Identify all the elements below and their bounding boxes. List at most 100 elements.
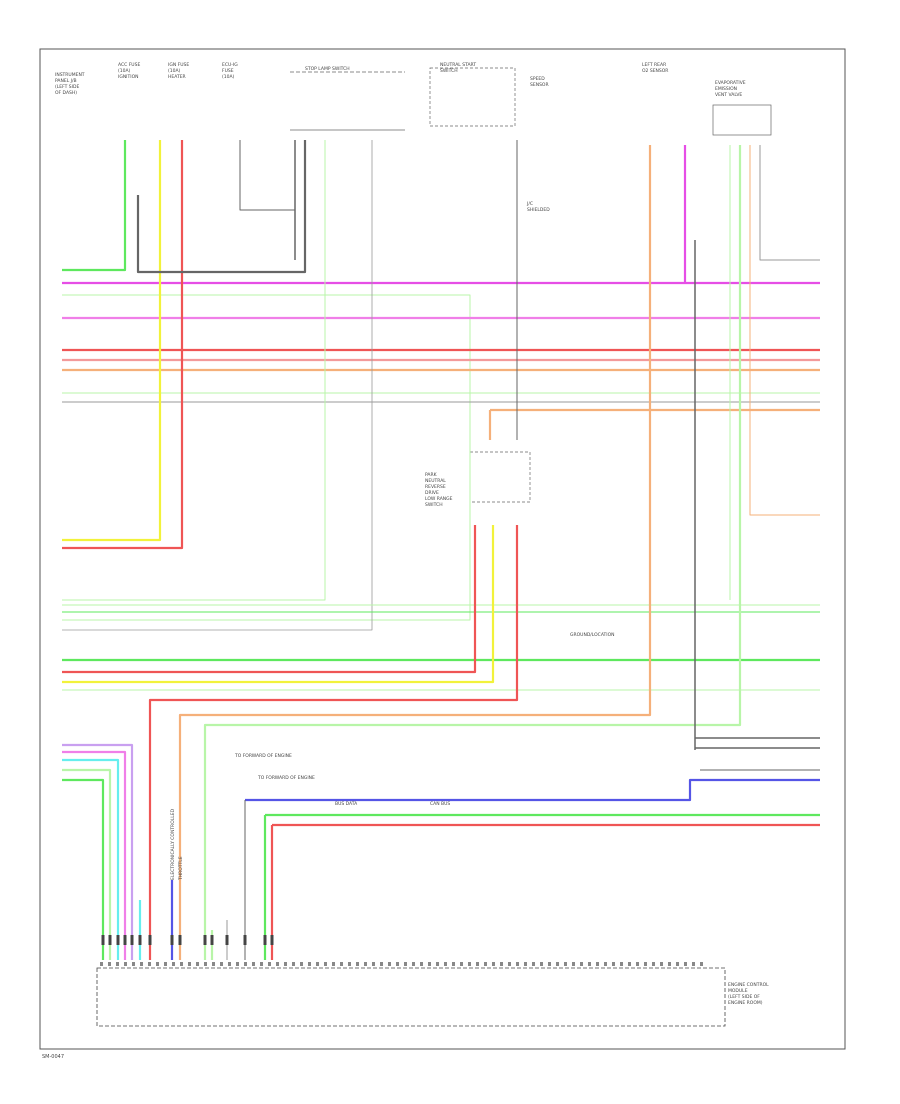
ecu-pin <box>604 962 607 966</box>
comp-label-6-1: SENSOR <box>530 82 549 88</box>
range-switch-label-4: LOW RANGE <box>425 496 453 502</box>
ecu-pin <box>132 962 135 966</box>
ecu-pin <box>292 962 295 966</box>
ecu-pin <box>300 962 303 966</box>
ecu-pin <box>364 962 367 966</box>
pin-mark-5 <box>138 935 142 945</box>
comp-label-5-0: NEUTRAL START <box>440 62 476 68</box>
wires-layer <box>62 140 820 960</box>
comp-label-7-0: LEFT REAR <box>642 62 666 68</box>
wire-46 <box>62 743 134 960</box>
ecu-pin <box>692 962 695 966</box>
comp-label-0-0: INSTRUMENT <box>55 72 85 78</box>
pin-mark-8 <box>178 935 182 945</box>
ecu-pin <box>348 962 351 966</box>
comp-label-0-1: PANEL J/B <box>55 78 77 84</box>
pin-mark-9 <box>203 935 207 945</box>
wire-13 <box>136 140 307 274</box>
comp-label-6-0: SPEED <box>530 76 545 82</box>
bus-text-2: CAN BUS <box>430 801 450 807</box>
ecu-pin <box>124 962 127 966</box>
pin-mark-3 <box>123 935 127 945</box>
wire-12 <box>62 140 184 550</box>
comp-label-1-0: ACC FUSE <box>118 62 140 68</box>
ecu-pin <box>388 962 391 966</box>
junction-text-1: SHIELDED <box>527 207 550 213</box>
wire-25 <box>148 525 519 960</box>
vertical-labels: ELECTRONICALLY CONTROLLED THROTTLE <box>170 808 184 881</box>
comp-label-0-3: OF DASH) <box>55 90 77 96</box>
ecu-pin <box>268 962 271 966</box>
wire-35 <box>245 778 820 802</box>
ecu-pin <box>556 962 559 966</box>
ecu-pin <box>668 962 671 966</box>
ecu-pin <box>108 962 111 966</box>
ecu-pin <box>252 962 255 966</box>
comp-label-5-1: SWITCH <box>440 68 458 74</box>
bus-text-1: BUS DATA <box>335 801 358 807</box>
ecu-pin <box>588 962 591 966</box>
comp-label-8-1: EMISSION <box>715 86 737 92</box>
comp-label-3-2: (10A) <box>222 74 235 80</box>
ecu-pin <box>212 962 215 966</box>
ecu-pin <box>524 962 527 966</box>
ecu-pin <box>572 962 575 966</box>
ecu-pin <box>452 962 455 966</box>
comp-label-8-2: VENT VALVE <box>715 92 742 98</box>
ecu-pin <box>700 962 703 966</box>
range-switch-label-3: DRIVE <box>425 490 439 496</box>
ecu-pin <box>420 962 423 966</box>
note-forward-1: TO FORWARD OF ENGINE <box>234 753 292 759</box>
ecu-pin <box>636 962 639 966</box>
ecu-name-2: (LEFT SIDE OF <box>728 994 760 1000</box>
ecu-pin <box>188 962 191 966</box>
ecu-labels: ENGINE CONTROL MODULE (LEFT SIDE OF ENGI… <box>728 982 769 1006</box>
pin-mark-12 <box>243 935 247 945</box>
pin-mark-13 <box>263 935 267 945</box>
ecu-pin <box>164 962 167 966</box>
ecu-pin <box>580 962 583 966</box>
comp-label-4-0: STOP LAMP SWITCH <box>305 66 350 72</box>
ecu-pin <box>532 962 535 966</box>
wire-2 <box>62 294 471 621</box>
ecu-name-1: MODULE <box>728 988 748 994</box>
ecu-pin <box>460 962 463 966</box>
pin-mark-4 <box>130 935 134 945</box>
range-switch-label-5: SWITCH <box>425 502 443 508</box>
comp-label-2-1: (10A) <box>168 68 181 74</box>
pin-mark-11 <box>225 935 229 945</box>
ecu-pin <box>444 962 447 966</box>
comp-label-2-2: HEATER <box>168 74 186 80</box>
ecu-pin <box>596 962 599 966</box>
comp-label-3-1: FUSE <box>222 68 234 74</box>
wire-43 <box>62 758 120 960</box>
wire-45 <box>62 778 105 960</box>
ecu-pin <box>372 962 375 966</box>
ecu-pin <box>332 962 335 966</box>
wire-11 <box>62 140 162 542</box>
comp-label-7-1: O2 SENSOR <box>642 68 668 74</box>
ecu-pin <box>516 962 519 966</box>
ecu-pin <box>396 962 399 966</box>
range-switch-label-2: REVERSE <box>425 484 446 490</box>
ecu-pin <box>508 962 511 966</box>
wire-42 <box>62 750 127 960</box>
ecu-pin <box>548 962 551 966</box>
range-switch-label-1: NEUTRAL <box>425 478 446 484</box>
ecu-pin <box>484 962 487 966</box>
wire-0 <box>62 140 127 272</box>
ecu-pin <box>644 962 647 966</box>
ecu-pin <box>204 962 207 966</box>
pin-mark-1 <box>108 935 112 945</box>
ecu-pin <box>196 962 199 966</box>
range-switch-label-0: PARK <box>425 472 438 478</box>
comp-label-3-0: ECU-IG <box>222 62 238 68</box>
ecu-pin <box>100 962 103 966</box>
ecu-pin <box>276 962 279 966</box>
ecu-pin <box>308 962 311 966</box>
vertical-label-1: THROTTLE <box>178 856 184 881</box>
neutral-start-switch-box <box>429 67 516 127</box>
wire-17 <box>62 140 326 601</box>
ecu-pin <box>140 962 143 966</box>
